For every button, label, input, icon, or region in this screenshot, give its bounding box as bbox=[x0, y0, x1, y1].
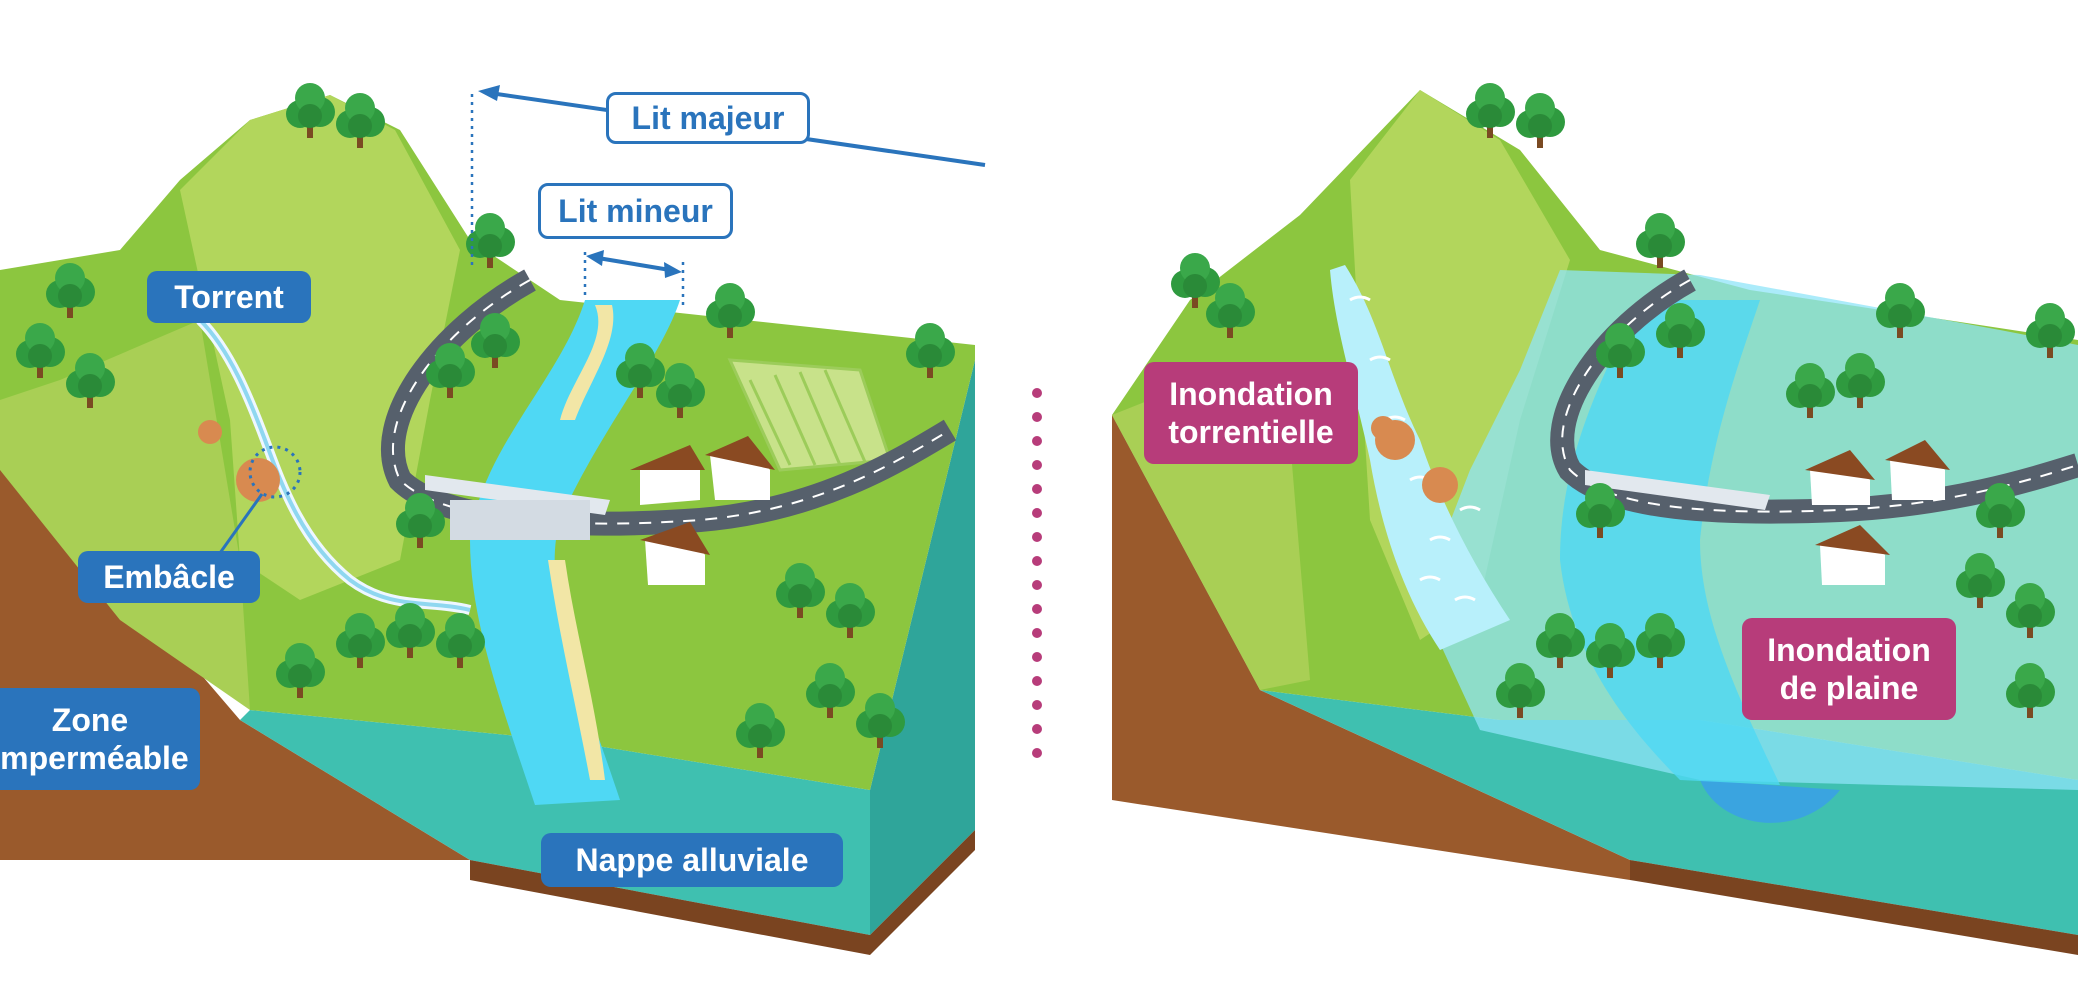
label-zone-impermeable: Zone imperméable bbox=[0, 688, 200, 790]
label-lit-majeur: Lit majeur bbox=[606, 92, 810, 144]
divider-dots bbox=[1032, 388, 1042, 758]
left-block bbox=[0, 83, 986, 955]
label-lit-mineur: Lit mineur bbox=[538, 183, 733, 239]
lit-mineur-river bbox=[470, 300, 680, 805]
house bbox=[630, 436, 775, 585]
house bbox=[1805, 440, 1950, 585]
label-torrent: Torrent bbox=[147, 271, 311, 323]
embacle-circle bbox=[248, 445, 302, 499]
label-embacle: Embâcle bbox=[78, 551, 260, 603]
label-inondation-torrentielle: Inondation torrentielle bbox=[1144, 362, 1358, 464]
crop-field bbox=[727, 358, 893, 472]
lit-mineur-arrow bbox=[597, 256, 671, 272]
label-nappe-alluviale: Nappe alluviale bbox=[541, 833, 843, 887]
label-inondation-plaine: Inondation de plaine bbox=[1742, 618, 1956, 720]
torrential-flood bbox=[1330, 265, 1510, 650]
right-block bbox=[1112, 83, 2078, 955]
right-soil-side bbox=[1112, 415, 1630, 880]
